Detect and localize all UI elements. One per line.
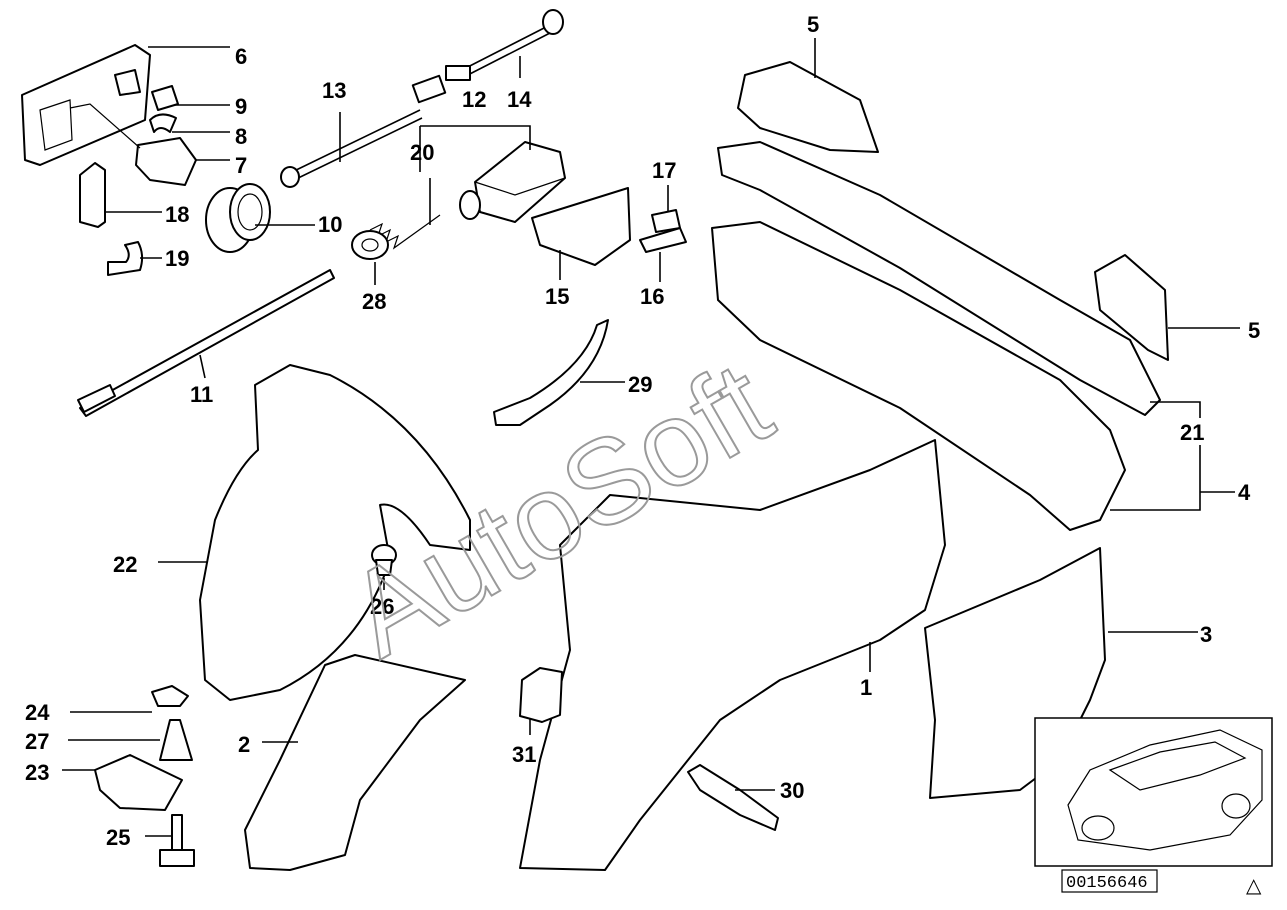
callouts: 1 2 3 4 5 5 6 7 8 9 10 11 12 13 14 15 16… (25, 12, 1260, 850)
reinforcement-21 (717, 141, 1161, 416)
callout-4: 4 (1238, 480, 1251, 505)
bracket-18 (79, 162, 106, 228)
bracket-23 (94, 754, 183, 811)
leader-lines (62, 38, 1240, 837)
callout-31: 31 (512, 742, 536, 767)
callout-23: 23 (25, 760, 49, 785)
callout-21: 21 (1180, 420, 1204, 445)
bracket-5-top (737, 61, 879, 153)
callout-9: 9 (235, 94, 247, 119)
warning-symbol: △ (1246, 873, 1262, 897)
hinge-parts (69, 85, 197, 186)
spring-20 (369, 214, 441, 250)
callout-27: 27 (25, 729, 49, 754)
callout-17: 17 (652, 158, 676, 183)
clip-24 (151, 685, 189, 707)
callout-18: 18 (165, 202, 189, 227)
callout-11: 11 (190, 382, 213, 407)
callout-24: 24 (25, 700, 50, 725)
bracket-5-right (1094, 254, 1169, 361)
callout-16: 16 (640, 284, 664, 309)
cable-11 (77, 269, 335, 417)
callout-1: 1 (860, 675, 872, 700)
callout-26: 26 (370, 594, 394, 619)
callout-14: 14 (507, 87, 532, 112)
diagram-code-box (1061, 869, 1158, 893)
rod-14 (445, 9, 564, 81)
grommet-28 (351, 230, 389, 260)
screws-16-17 (639, 209, 687, 253)
cone-27 (159, 719, 193, 761)
rod-13 (280, 74, 447, 188)
inner-arch-2 (244, 654, 466, 871)
callout-29: 29 (628, 372, 652, 397)
strip-30 (687, 764, 779, 831)
callout-2: 2 (238, 732, 250, 757)
callout-8: 8 (235, 124, 247, 149)
callout-15: 15 (545, 284, 569, 309)
callout-12: 12 (462, 87, 486, 112)
callout-3: 3 (1200, 622, 1212, 647)
callout-10: 10 (318, 212, 342, 237)
callout-6: 6 (235, 44, 247, 69)
plate-31 (519, 667, 563, 723)
car-thumbnail (1034, 717, 1273, 867)
actuator-12 (459, 141, 566, 223)
rear-panel-4 (711, 221, 1126, 531)
bracket-15 (531, 187, 631, 266)
callout-7: 7 (235, 153, 247, 178)
callout-5-top: 5 (807, 12, 819, 37)
diagram-code: 00156646 (1066, 874, 1148, 893)
grommet-26 (371, 544, 397, 576)
strip-29 (493, 319, 609, 426)
callout-30: 30 (780, 778, 804, 803)
side-panel-1 (519, 439, 946, 871)
callout-5-right: 5 (1248, 318, 1260, 343)
ring-10 (205, 183, 271, 253)
callout-28: 28 (362, 289, 386, 314)
callout-22: 22 (113, 552, 137, 577)
callout-19: 19 (165, 246, 189, 271)
callout-25: 25 (106, 825, 130, 850)
bolt-25 (159, 814, 195, 867)
callout-20: 20 (410, 140, 434, 165)
clip-19 (107, 241, 144, 276)
callout-13: 13 (322, 78, 346, 103)
